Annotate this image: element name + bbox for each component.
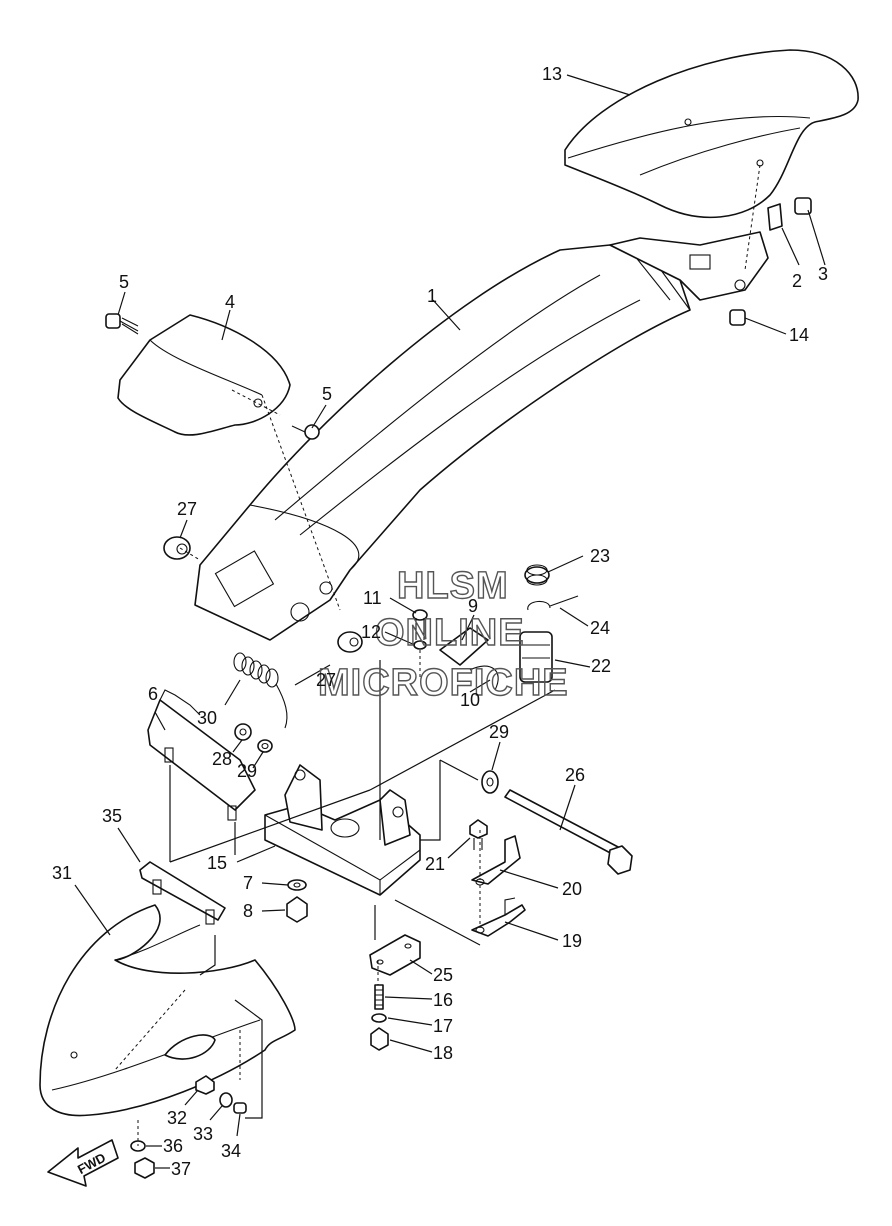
callout-35: 35 bbox=[102, 806, 122, 826]
part-28-nut bbox=[234, 723, 252, 741]
callout-18: 18 bbox=[433, 1043, 453, 1063]
callout-6: 6 bbox=[148, 684, 158, 704]
callout-11: 11 bbox=[363, 588, 382, 608]
callout-32: 32 bbox=[167, 1108, 187, 1128]
part-4-front-cover bbox=[117, 314, 291, 436]
part-6-bracket bbox=[147, 689, 256, 821]
callout-28: 28 bbox=[212, 749, 232, 769]
part-27-bushing-lower bbox=[337, 631, 363, 653]
part-13-rear-cover bbox=[564, 49, 859, 219]
watermark-line-2: ONLINE bbox=[375, 612, 525, 654]
part-22-holder bbox=[519, 631, 553, 683]
callout-22: 22 bbox=[591, 656, 611, 676]
callout-27-lower: 27 bbox=[316, 670, 336, 690]
callout-4: 4 bbox=[225, 292, 235, 312]
callout-8: 8 bbox=[243, 901, 253, 921]
callout-15: 15 bbox=[207, 853, 227, 873]
part-3-bolt bbox=[794, 197, 812, 215]
callout-10: 10 bbox=[460, 690, 480, 710]
part-16-stud bbox=[374, 984, 384, 1010]
callout-labels: 1 2 3 4 5 5 6 7 8 9 10 11 12 13 14 15 16… bbox=[52, 64, 828, 1179]
part-32-screw bbox=[195, 1075, 215, 1095]
part-24-clip bbox=[527, 595, 579, 611]
callout-26: 26 bbox=[565, 765, 585, 785]
part-35-bracket bbox=[139, 861, 226, 925]
callout-33: 33 bbox=[193, 1124, 213, 1144]
part-19-bracket bbox=[471, 897, 526, 937]
part-29-washer-left bbox=[257, 739, 273, 753]
part-25-plate bbox=[369, 934, 421, 976]
part-23-cap bbox=[524, 564, 550, 586]
callout-23: 23 bbox=[590, 546, 610, 566]
part-29-washer-right bbox=[481, 770, 499, 794]
part-8-nut bbox=[286, 896, 308, 923]
callout-19: 19 bbox=[562, 931, 582, 951]
part-5-screw-lower bbox=[291, 424, 320, 440]
callout-30: 30 bbox=[197, 708, 217, 728]
part-33-washer bbox=[219, 1092, 233, 1108]
part-26-long-bolt bbox=[504, 789, 633, 875]
part-20-bracket bbox=[471, 835, 521, 886]
callout-3: 3 bbox=[818, 264, 828, 284]
part-10-cable bbox=[469, 665, 499, 691]
part-15-clamp-bracket bbox=[264, 764, 421, 896]
callout-9: 9 bbox=[468, 596, 478, 616]
callout-13: 13 bbox=[542, 64, 562, 84]
part-11-screw bbox=[412, 609, 428, 640]
watermark-line-1: HLSM bbox=[397, 565, 509, 607]
callout-2: 2 bbox=[792, 271, 802, 291]
part-37-nut bbox=[134, 1157, 155, 1179]
callout-21: 21 bbox=[425, 854, 445, 874]
callout-12: 12 bbox=[361, 622, 381, 642]
part-5-screw-upper bbox=[105, 313, 139, 335]
part-9-plate bbox=[439, 627, 489, 666]
part-14-bolt bbox=[729, 309, 746, 326]
callout-25: 25 bbox=[433, 965, 453, 985]
callout-24: 24 bbox=[590, 618, 610, 638]
callout-27-upper: 27 bbox=[177, 499, 197, 519]
callout-5-lower: 5 bbox=[322, 384, 332, 404]
callout-29-right: 29 bbox=[489, 722, 509, 742]
callout-37: 37 bbox=[171, 1159, 191, 1179]
part-21-bolt bbox=[469, 819, 488, 850]
callout-31: 31 bbox=[52, 863, 72, 883]
callout-29-left: 29 bbox=[237, 761, 257, 781]
callout-34: 34 bbox=[221, 1141, 241, 1161]
forward-direction-arrow: FWD bbox=[47, 1139, 119, 1187]
part-18-nut bbox=[370, 1027, 389, 1051]
callout-16: 16 bbox=[433, 990, 453, 1010]
callout-36: 36 bbox=[163, 1136, 183, 1156]
callout-5-upper: 5 bbox=[119, 272, 129, 292]
connection-lines bbox=[169, 660, 556, 1119]
fwd-label: FWD bbox=[75, 1150, 108, 1177]
callout-1: 1 bbox=[427, 286, 437, 306]
watermark-line-3: MICROFICHE bbox=[318, 662, 569, 704]
watermark: HLSM ONLINE MICROFICHE bbox=[317, 564, 569, 704]
part-27-bushing-upper bbox=[163, 536, 191, 560]
part-34-collar bbox=[233, 1102, 247, 1114]
callout-14: 14 bbox=[789, 325, 809, 345]
leader-lines bbox=[74, 74, 826, 1169]
callout-20: 20 bbox=[562, 879, 582, 899]
part-30-spring bbox=[233, 652, 288, 729]
part-1-main-arm bbox=[194, 231, 769, 641]
part-2-clip bbox=[767, 203, 783, 231]
part-17-washer bbox=[371, 1013, 387, 1023]
part-7-washer bbox=[287, 879, 307, 891]
callout-7: 7 bbox=[243, 873, 253, 893]
callout-17: 17 bbox=[433, 1016, 453, 1036]
assembly-guide-lines bbox=[114, 164, 761, 1146]
